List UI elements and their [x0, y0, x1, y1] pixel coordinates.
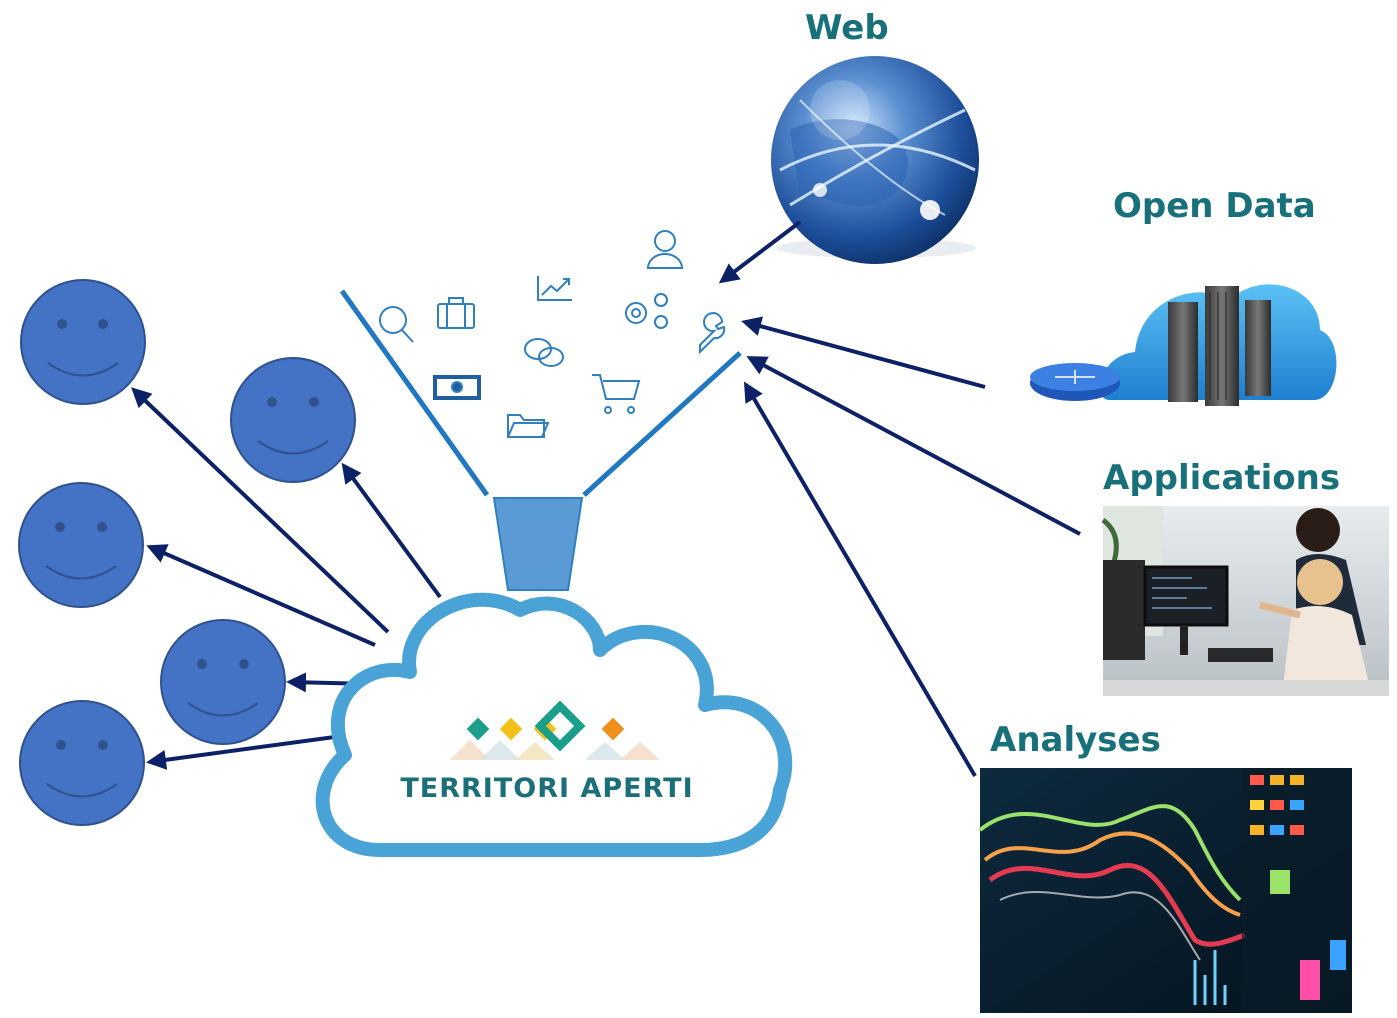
folder-icon [507, 414, 550, 438]
user-icon [646, 230, 684, 269]
user-face-1 [20, 279, 146, 405]
territori-aperti-cloud [315, 592, 793, 857]
open-data-cloud-image [1030, 284, 1337, 406]
user-face-3 [18, 482, 144, 608]
arrow-to-user-1 [131, 387, 390, 634]
applications-photo [1101, 506, 1389, 696]
user-face-5 [19, 700, 145, 826]
user-face-2 [230, 357, 356, 483]
arrow-from-web [718, 220, 802, 284]
cart-icon [592, 374, 641, 414]
cloud-to-user-arrows [131, 387, 442, 770]
money-icon [433, 375, 481, 400]
analyses-photo [978, 768, 1352, 1013]
arrow-to-user-3 [146, 544, 376, 647]
logo-mark [450, 700, 660, 760]
chart-trend-icon [537, 276, 572, 301]
globe-icon [771, 56, 979, 264]
label-web: Web [805, 8, 889, 48]
arrow-from-applications [746, 356, 1081, 536]
label-analyses: Analyses [990, 720, 1161, 760]
funnel-icons [379, 230, 726, 438]
arrow-from-open-data [741, 316, 986, 389]
chat-icon [524, 338, 564, 367]
arrow-from-analyses [743, 381, 977, 778]
funnel [339, 289, 742, 591]
gears-icon [625, 293, 668, 329]
wrench-icon [699, 312, 726, 355]
briefcase-icon [437, 297, 475, 329]
label-applications: Applications [1103, 458, 1341, 498]
arrow-to-user-5 [146, 734, 343, 770]
logo-text: TERRITORI APERTI [400, 773, 693, 804]
source-to-funnel-arrows [718, 220, 1081, 778]
label-open-data: Open Data [1113, 186, 1316, 226]
user-face-4 [160, 619, 286, 745]
arrow-to-user-2 [341, 462, 442, 599]
search-icon [379, 306, 414, 343]
